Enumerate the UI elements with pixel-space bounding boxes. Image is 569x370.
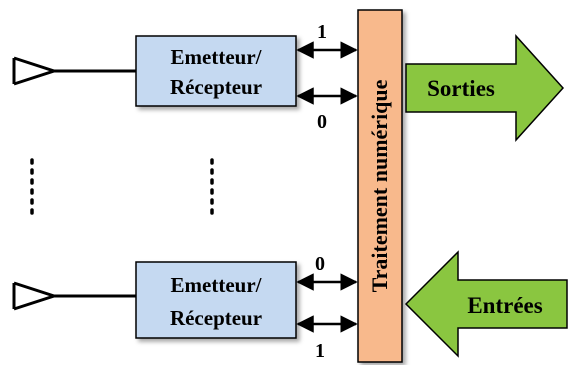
outputs-label: Sorties (427, 76, 495, 101)
block-box (135, 35, 297, 107)
outputs-arrow-shape (405, 34, 565, 142)
link-label-bottom-upper: 0 (315, 253, 325, 275)
outputs-arrow: Sorties (405, 34, 565, 142)
antenna-top-icon (12, 56, 59, 86)
block-label-line2: Récepteur (170, 75, 262, 99)
inputs-label: Entrées (467, 293, 542, 318)
processing-bar: Traitement numérique (357, 9, 403, 363)
block-label-line1: Emetteur/ (171, 45, 263, 69)
processing-label: Traitement numérique (367, 79, 392, 292)
block-box (135, 261, 297, 339)
inputs-arrow-shape (404, 250, 568, 358)
link-label-bottom-lower: 1 (315, 340, 325, 362)
block-label-line2: Récepteur (170, 306, 262, 330)
block-label-line1: Emetteur/ (171, 273, 263, 297)
transceiver-top-block: Emetteur/ Récepteur (135, 35, 297, 107)
link-label-top-upper: 1 (317, 21, 327, 43)
processing-bar-rect (357, 9, 403, 363)
antenna-bottom-icon (12, 281, 59, 311)
transceiver-bottom-block: Emetteur/ Récepteur (135, 261, 297, 339)
link-label-top-lower: 0 (317, 111, 327, 133)
inputs-arrow: Entrées (404, 250, 568, 358)
